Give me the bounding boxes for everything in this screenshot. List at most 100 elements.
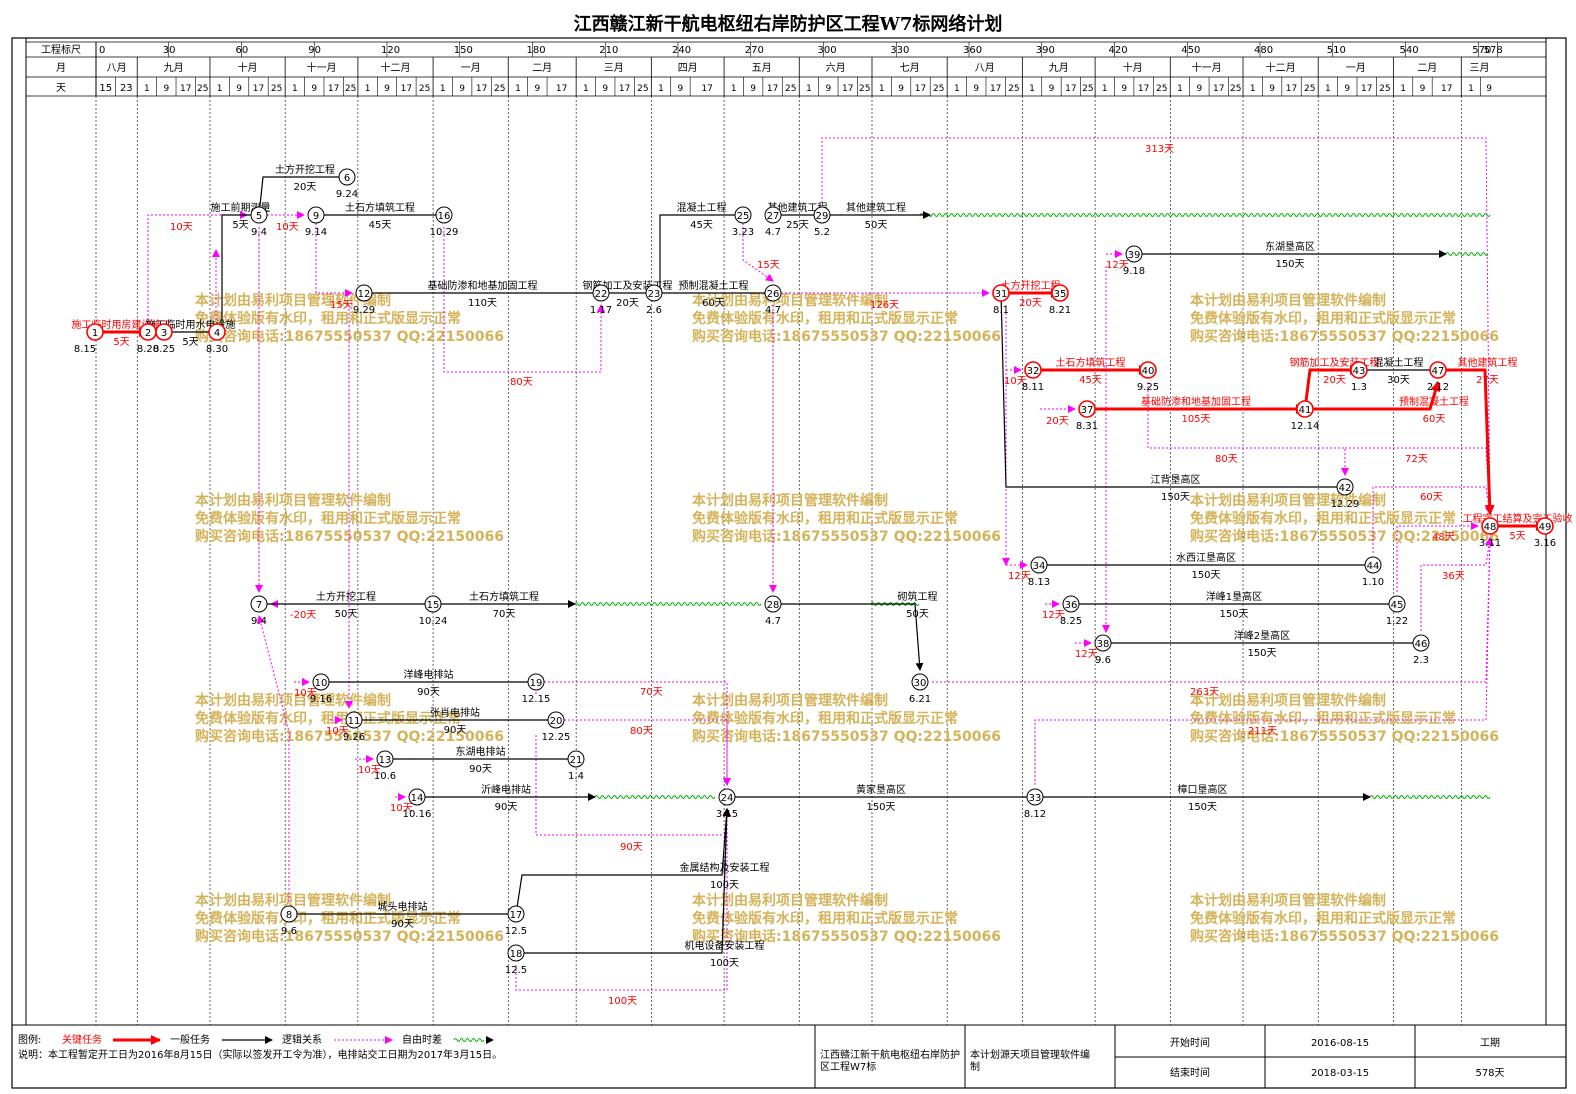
day-label: 9 — [534, 84, 540, 94]
event-node-49 — [1536, 517, 1554, 535]
event-node-45 — [1388, 595, 1406, 613]
day-label: 9 — [678, 84, 684, 94]
logic-link — [1147, 382, 1349, 476]
day-label: 9 — [1197, 84, 1203, 94]
float-label: 263天 — [1190, 687, 1219, 698]
float-label: 10天 — [170, 222, 193, 233]
scale-tick-label: 60 — [236, 45, 249, 56]
scale-tick-label: 90 — [308, 45, 321, 56]
event-node-number: 30 — [914, 678, 927, 689]
task-duration: 150天 — [1275, 259, 1304, 270]
watermark-text: 购买咨询电话:18675550537 QQ:22150066 — [1190, 328, 1499, 345]
event-node-date: 10.29 — [430, 227, 459, 238]
event-node-20 — [547, 711, 565, 729]
event-node-number: 2 — [145, 328, 151, 339]
event-node-date: 9.29 — [353, 305, 375, 316]
event-node-date: 6.21 — [909, 694, 931, 705]
task-duration: 100天 — [710, 958, 739, 969]
day-label: 9 — [1486, 84, 1492, 94]
logic-link — [556, 719, 731, 786]
watermark-text: 免费体验版有水印，租用和正式版显示正常 — [1190, 910, 1456, 927]
scale-tick-label: 120 — [381, 45, 400, 56]
event-node-16 — [435, 206, 453, 224]
event-node-23 — [645, 284, 663, 302]
legend-free-arrowhead — [486, 1036, 494, 1044]
task-duration: 30天 — [1387, 375, 1410, 386]
day-label: 25 — [1008, 84, 1019, 94]
day-label: 17 — [476, 84, 487, 94]
day-label: 17 — [1065, 84, 1076, 94]
logic-link — [256, 615, 290, 902]
event-node-41 — [1296, 400, 1314, 418]
watermark-text: 购买咨询电话:18675550537 QQ:22150066 — [692, 728, 1001, 745]
task-duration: 90天 — [469, 764, 492, 775]
event-node-18 — [507, 944, 525, 962]
day-label: 17 — [842, 84, 853, 94]
event-node-date: 10.6 — [374, 771, 396, 782]
event-node-number: 38 — [1097, 639, 1110, 650]
month-label: 十一月 — [1192, 61, 1222, 74]
event-node-date: 9.16 — [310, 694, 332, 705]
free-float-wave — [919, 213, 1491, 217]
logic-link — [1034, 537, 1494, 785]
event-node-number: 25 — [737, 211, 750, 222]
watermark-text: 免费体验版有水印，租用和正式版显示正常 — [692, 510, 958, 527]
day-label: 17 — [253, 84, 264, 94]
float-label: 80天 — [510, 377, 533, 388]
task-arrow — [1303, 365, 1360, 410]
float-label: 10天 — [390, 803, 413, 814]
event-node-date: 3.16 — [1534, 538, 1556, 549]
event-node-number: 33 — [1029, 793, 1042, 804]
task-name: 预制混凝土工程 — [1399, 395, 1469, 408]
day-label: 1 — [292, 84, 298, 94]
logic-link — [932, 537, 1494, 683]
event-node-number: 48 — [1484, 522, 1497, 533]
event-node-date: 8.11 — [1022, 382, 1044, 393]
event-node-date: 12.14 — [1291, 421, 1320, 432]
event-node-number: 3 — [161, 328, 167, 339]
day-label: 23 — [120, 83, 133, 94]
event-node-number: 16 — [438, 211, 451, 222]
event-node-date: 8.25 — [153, 344, 175, 355]
duration-value: 578天 — [1475, 1068, 1504, 1079]
day-label: 1 — [879, 84, 885, 94]
logic-link — [1396, 522, 1479, 592]
task-duration: 50天 — [906, 609, 929, 620]
legend-note: 说明：本工程暂定开工日为2016年8月15日（实际以签发开工令为准），电排站交工… — [18, 1048, 502, 1061]
task-name: 水西江垦高区 — [1176, 551, 1236, 564]
event-nodes: 18.1528.2038.2548.3059.469.2479.489.699.… — [74, 168, 1556, 976]
event-node-date: 9.6 — [281, 926, 297, 937]
event-node-number: 44 — [1367, 561, 1380, 572]
task-duration: 150天 — [1188, 802, 1217, 813]
watermark-text: 免费体验版有水印，租用和正式版显示正常 — [195, 510, 461, 527]
event-node-date: 1.22 — [1386, 616, 1408, 627]
task-name: 黄家垦高区 — [856, 783, 906, 796]
task-name: 混凝土工程 — [677, 201, 727, 214]
watermark-text: 免费体验版有水印，租用和正式版显示正常 — [692, 310, 958, 327]
event-node-32 — [1024, 361, 1042, 379]
event-node-24 — [718, 788, 736, 806]
task-name: 机电设备安装工程 — [685, 939, 765, 952]
day-label: 1 — [954, 84, 960, 94]
month-label: 十一月 — [307, 61, 337, 74]
event-node-4 — [208, 323, 226, 341]
legend-free: 自由时差 — [402, 1033, 442, 1046]
event-node-number: 17 — [510, 910, 523, 921]
day-label: 9 — [898, 84, 904, 94]
task-name: 工程完工结算及完工验收 — [1463, 512, 1573, 525]
float-label: 90天 — [620, 842, 643, 853]
event-node-14 — [408, 788, 426, 806]
scale-row-label: 工程标尺 — [41, 44, 81, 56]
start-label: 开始时间 — [1170, 1036, 1210, 1049]
watermark-text: 购买咨询电话:18675550537 QQ:22150066 — [1190, 528, 1499, 545]
event-node-37 — [1078, 400, 1096, 418]
day-label: 17 — [328, 84, 339, 94]
end-value: 2018-03-15 — [1311, 1068, 1369, 1079]
event-node-date: 4.7 — [765, 616, 781, 627]
day-label: 9 — [163, 84, 169, 94]
task-arrow — [1305, 381, 1441, 411]
watermark-text: 购买咨询电话:18675550537 QQ:22150066 — [1190, 728, 1499, 745]
month-label: 五月 — [752, 62, 772, 74]
event-node-6 — [338, 168, 356, 186]
